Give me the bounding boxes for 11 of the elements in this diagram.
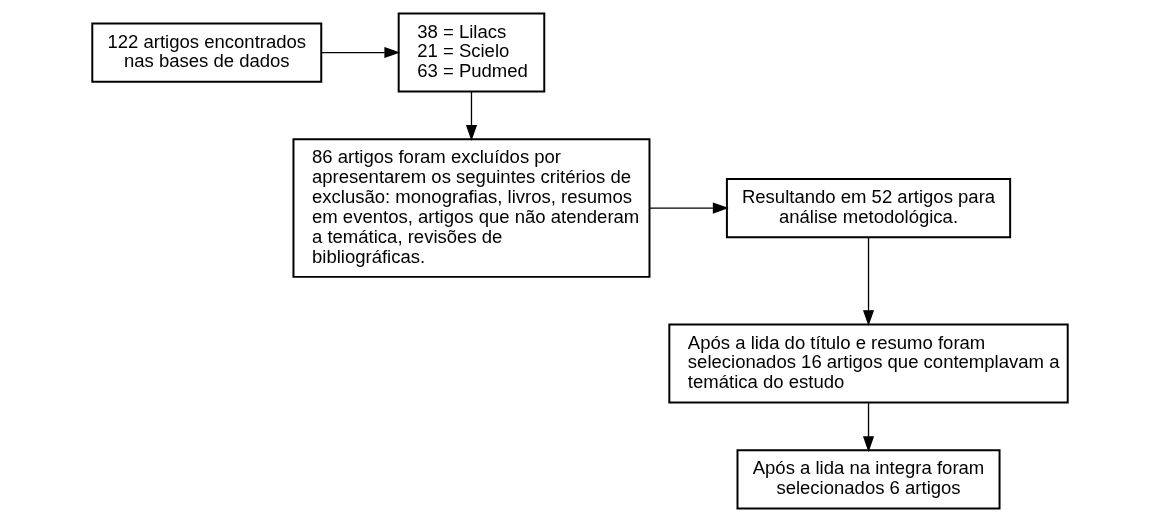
arrow bbox=[862, 236, 874, 326]
node-box: Após a lida na integra foram selecionados 6 artigos bbox=[736, 449, 1001, 510]
node-box: Após a lida do título e resumo foram selecionados 16 artigos que contemplavam a temática do estudo bbox=[667, 323, 1069, 404]
node-box: Resultando em 52 artigos para análise metodológica. bbox=[725, 177, 1011, 239]
arrow bbox=[320, 47, 400, 59]
arrow bbox=[862, 402, 874, 453]
arrow bbox=[465, 91, 477, 141]
node-box: 38 = Lilacs 21 = Scielo 63 = Pudmed bbox=[397, 12, 545, 93]
node-box: 86 artigos foram excluídos por apresentarem os seguintes critérios de exclusão: monografias, livros, resumos em eventos, artigos que não atenderam a temática, revisões de bibliográficas. bbox=[291, 138, 650, 278]
node-box: 122 artigos encontrados nas bases de dados bbox=[90, 22, 322, 83]
arrow bbox=[648, 202, 729, 214]
